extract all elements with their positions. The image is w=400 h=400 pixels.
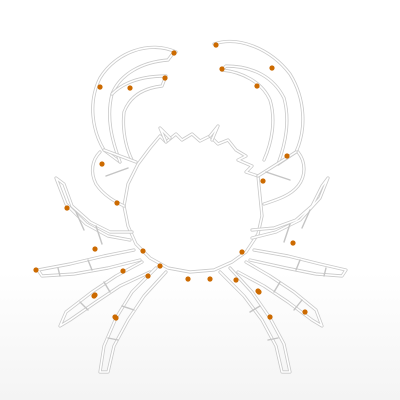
keypoint-marker [157,263,163,269]
keypoint-marker [290,240,296,246]
right-leg-4-seam-a [249,305,261,313]
keypoint-marker [140,248,146,254]
left-claw-inner-upper [108,50,176,164]
keypoint-marker [267,314,273,320]
left-leg-2-seam-b [57,267,61,277]
right-leg-1-core [251,177,329,239]
right-leg-4-seam-b [267,337,279,341]
left-leg-4-seam-a [121,305,135,311]
right-leg-3-core [237,261,323,327]
keypoint-marker [127,85,133,91]
keypoint-marker [233,277,239,283]
right-eye-stalk-core [209,125,219,141]
keypoint-marker [269,65,275,71]
keypoint-marker [114,200,120,206]
right-claw-inner-upper-core [221,65,288,165]
keypoint-layer [33,42,308,321]
keypoint-marker [185,276,191,282]
right-leg-2-core [249,249,347,277]
keypoint-marker [33,267,39,273]
left-leg-2-seam-a [87,259,93,271]
right-claw-outer-core [213,40,304,165]
left-claw-inner-upper-core [108,51,175,163]
left-leg-3-core [59,261,151,327]
keypoint-marker [99,161,105,167]
keypoint-marker [92,292,98,298]
left-leg-3 [58,260,152,328]
keypoint-marker [255,288,261,294]
keypoint-marker [213,42,219,48]
right-claw-outer [212,39,305,166]
left-claw-outer [91,45,178,164]
right-leg-3-seam-a [273,281,281,293]
left-arm-joint-core [103,149,137,163]
left-leg-4-seam-b [107,337,119,341]
right-leg-1-seam-a [283,223,291,243]
keypoint-marker [92,246,98,252]
right-leg-2-seam-b [323,267,327,277]
right-leg-2-seam-a [295,259,301,271]
keypoint-marker [207,276,213,282]
left-leg-4-core [99,267,167,373]
right-leg-1-seam-b [301,209,311,229]
right-claw-finger [220,68,275,162]
keypoint-marker [97,84,103,90]
keypoint-marker [254,83,260,89]
keypoint-marker [145,273,151,279]
keypoint-marker [64,205,70,211]
left-claw-finger [110,74,168,162]
left-arm-seam [105,167,129,177]
keypoint-marker [113,315,119,321]
keypoint-marker [171,50,177,56]
right-leg-3-seam-b [293,299,303,311]
left-leg-2-core [37,249,141,277]
left-leg-1-seam-a [95,225,103,245]
right-claw-finger-core [221,69,274,161]
right-arm-seam [265,171,291,181]
left-claw-outer-core [91,46,177,163]
right-arm-segment-core [263,151,305,205]
left-leg-3-seam-a [103,281,111,293]
keypoint-marker [219,66,225,72]
keypoint-marker [284,153,290,159]
left-leg-1-seam-b [75,211,85,231]
crab-outline [36,39,348,374]
right-leg-4-core [219,267,291,373]
keypoint-marker [260,178,266,184]
keypoint-marker [162,75,168,81]
left-claw-finger-core [111,75,167,161]
right-arm-joint-core [257,151,297,177]
left-eye-stalk-core [159,127,171,143]
keypoint-marker [120,268,126,274]
keypoint-marker [302,309,308,315]
left-leg-3-seam-b [79,301,89,311]
keypoint-marker [239,249,245,255]
